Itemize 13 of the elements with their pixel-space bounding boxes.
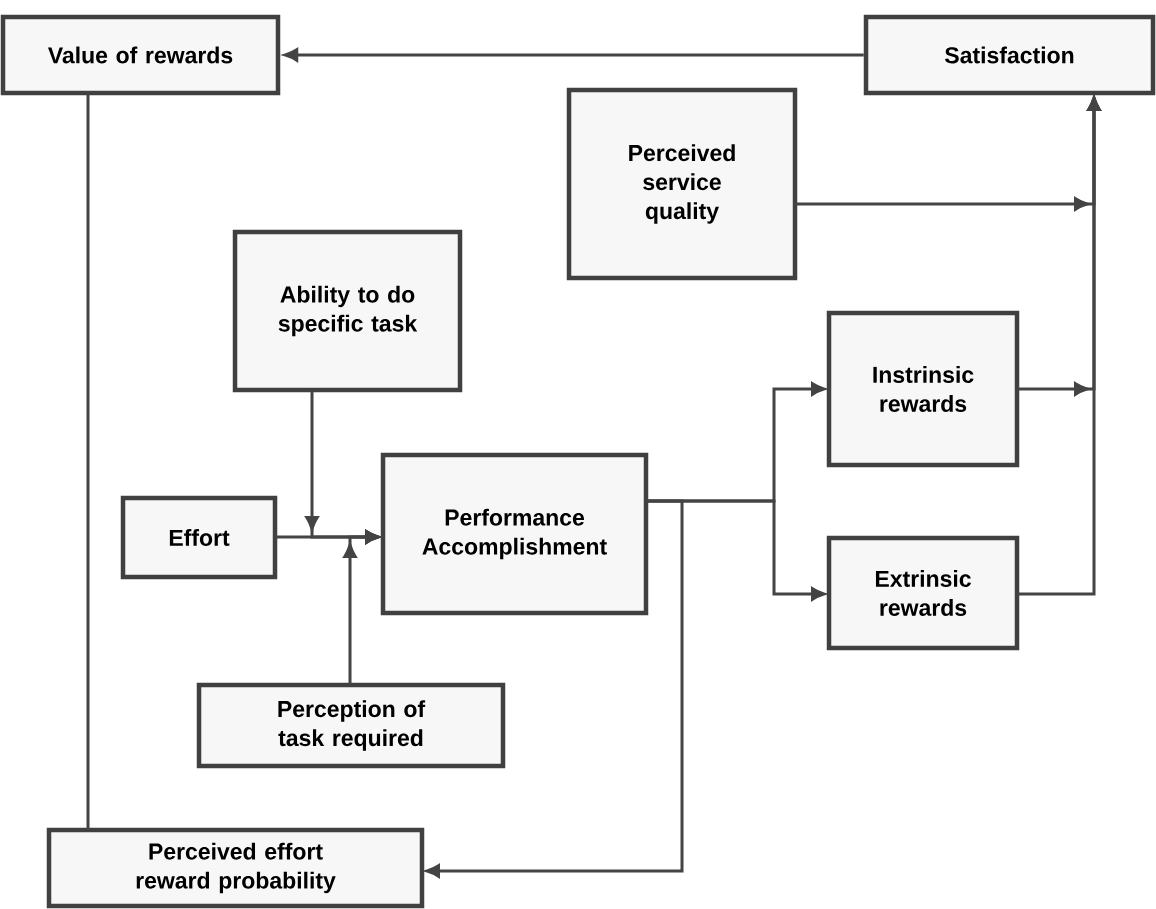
process-box: Performance Accomplishment — [380, 452, 649, 616]
process-box: Value of rewards — [0, 14, 281, 96]
arrow — [1017, 96, 1101, 596]
process-box: Perceived effort reward probability — [46, 827, 425, 909]
process-box: Instrinsic rewards — [826, 310, 1020, 468]
arrow — [275, 530, 380, 544]
process-box: Perceived service quality — [566, 87, 798, 281]
process-box: Effort — [120, 495, 278, 580]
process-box: Satisfaction — [863, 14, 1156, 96]
arrow — [425, 499, 684, 878]
process-box: Ability to do specific task — [232, 229, 463, 393]
process-box: Perception of task required — [196, 682, 506, 769]
process-box: Extrinsic rewards — [826, 535, 1020, 651]
